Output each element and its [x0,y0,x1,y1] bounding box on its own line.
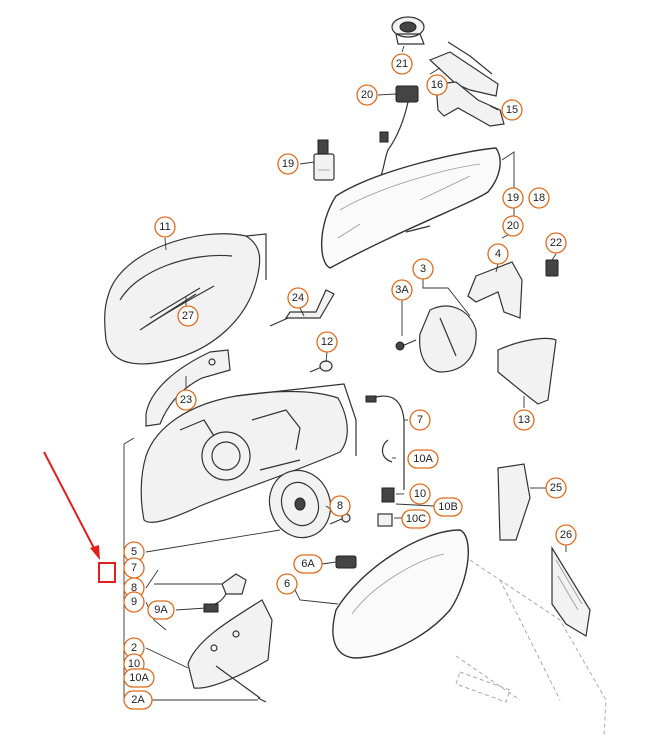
svg-text:25: 25 [550,482,562,494]
svg-text:3: 3 [420,263,426,275]
callout-3: 3 [412,258,434,280]
callout-11: 11 [154,216,176,238]
callout-7: 7 [123,557,145,579]
callout-24: 24 [287,287,309,309]
svg-text:6: 6 [284,578,290,590]
red-highlight-box[interactable] [98,562,116,583]
svg-text:10B: 10B [438,501,458,513]
svg-text:7: 7 [417,414,423,426]
svg-text:10A: 10A [413,453,433,465]
part-12-screw [309,360,333,373]
callout-23: 23 [175,389,197,411]
svg-text:10C: 10C [406,513,426,525]
callout-6: 6 [276,573,298,595]
part-6-mirror-glass [332,529,469,659]
red-annotation-arrow [43,451,100,560]
svg-text:15: 15 [506,104,518,116]
callout-9A: 9A [147,600,175,620]
callout-13: 13 [513,409,535,431]
svg-text:9: 9 [131,596,137,608]
svg-text:9A: 9A [154,604,168,616]
part-4-clip [467,261,523,319]
part-23-bracket [145,349,231,427]
callout-6A: 6A [293,554,323,574]
svg-text:2A: 2A [131,694,145,706]
callout-10B: 10B [433,497,463,517]
callout-19: 19 [502,187,524,209]
svg-text:19: 19 [282,158,294,170]
svg-text:20: 20 [507,220,519,232]
part-26-door-trim [551,545,591,637]
svg-text:16: 16 [431,79,443,91]
callout-15: 15 [501,99,523,121]
svg-text:13: 13 [518,414,530,426]
part-6A-clip [335,555,357,569]
svg-text:23: 23 [180,394,192,406]
callout-9: 9 [123,591,145,613]
ghost-car-door [455,559,607,736]
part-27-trim-strip [149,287,201,319]
part-10B-10C-connectors [377,487,395,527]
callout-25: 25 [545,477,567,499]
svg-text:5: 5 [131,546,137,558]
callout-10C: 10C [401,509,431,529]
svg-text:10: 10 [128,658,140,670]
svg-text:6A: 6A [301,558,315,570]
callout-3A: 3A [391,279,413,301]
part-2-lower-cover [187,599,273,703]
callout-26: 26 [555,524,577,546]
svg-text:10: 10 [414,488,426,500]
svg-text:18: 18 [533,192,545,204]
callout-27: 27 [177,305,199,327]
callout-18: 18 [528,187,550,209]
part-21-sensor [391,16,425,45]
svg-text:7: 7 [131,562,137,574]
callout-8: 8 [329,495,351,517]
svg-text:22: 22 [550,237,562,249]
svg-text:21: 21 [396,58,408,70]
callout-10: 10 [409,483,431,505]
svg-text:4: 4 [495,248,501,260]
callout-7: 7 [409,409,431,431]
callout-19: 19 [277,153,299,175]
part-3-motor-bracket [395,305,477,373]
part-19-plug [313,139,335,181]
svg-text:3A: 3A [395,284,409,296]
callout-10A: 10A [407,449,439,469]
callout-12: 12 [316,331,338,353]
part-mirror-base [140,383,357,523]
svg-text:8: 8 [337,500,343,512]
svg-text:27: 27 [182,310,194,322]
part-22-spring [545,259,559,277]
part-16-15-bracket [428,41,505,127]
part-11-housing-cap [104,233,267,365]
svg-text:20: 20 [361,89,373,101]
callout-20: 20 [356,84,378,106]
callout-10A: 10A [123,668,155,688]
part-8-carrier-disc [268,469,351,539]
callout-20: 20 [502,215,524,237]
svg-text:8: 8 [131,582,137,594]
part-24-lamp [269,289,335,327]
part-7-cable [365,395,405,490]
svg-text:2: 2 [131,642,137,654]
part-interior-mirror [321,147,501,269]
part-13-cover [497,337,557,405]
part-9-adjust-motor [203,573,247,613]
svg-text:11: 11 [159,221,170,233]
svg-text:12: 12 [321,336,333,348]
svg-text:19: 19 [507,192,519,204]
svg-text:24: 24 [292,292,304,304]
part-20-connector [379,85,419,179]
callout-22: 22 [545,232,567,254]
callout-2A: 2A [123,690,153,710]
svg-text:10A: 10A [129,672,149,684]
callout-4: 4 [487,243,509,265]
svg-text:26: 26 [560,529,572,541]
callout-21: 21 [391,53,413,75]
part-25-trim [497,463,531,541]
callout-16: 16 [426,74,448,96]
